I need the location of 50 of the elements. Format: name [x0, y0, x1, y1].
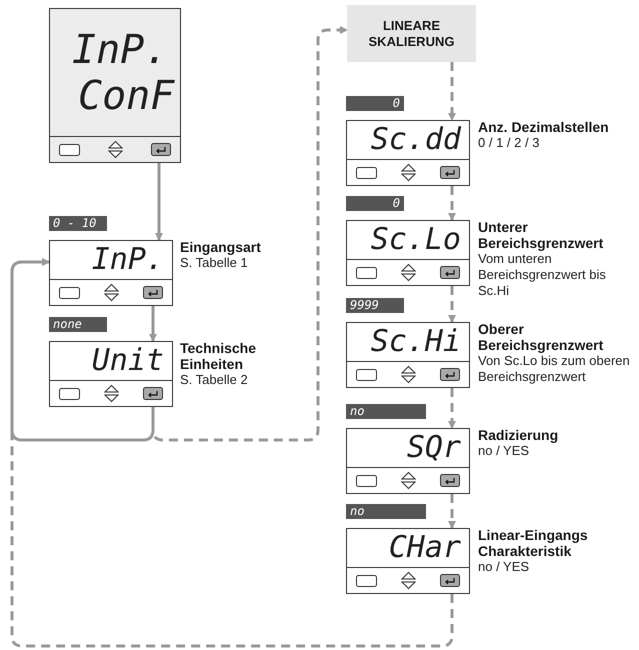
value-badge: none	[49, 317, 107, 332]
parameter-heading: Radizierung	[478, 427, 560, 443]
controller-display	[346, 428, 470, 494]
arrow	[155, 163, 163, 241]
display-readout: Unit	[92, 346, 164, 376]
parameter-heading: Linear-Eingangs Charakteristik	[478, 527, 589, 559]
parameter-description: 0 / 1 / 2 / 3	[478, 135, 540, 151]
controller-display	[346, 322, 470, 388]
section-title: LINEARE SKALIERUNG	[368, 18, 456, 50]
display-readout: InP.	[92, 245, 164, 275]
parameter-description: S. Tabelle 1	[180, 255, 249, 271]
parameter-heading: Unterer Bereichsgrenzwert	[478, 219, 604, 251]
dashed-arrow	[10, 258, 454, 648]
parameter-description: no / YES	[478, 443, 530, 459]
parameter-description: Von Sc.Lo bis zum oberen Bereichsgrenzwert	[478, 353, 631, 385]
dashed-arrow	[448, 62, 456, 121]
parameter-heading: Technische Einheiten	[180, 340, 257, 372]
parameter-description: no / YES	[478, 559, 530, 575]
controller-display	[49, 8, 181, 163]
arrow	[10, 258, 154, 442]
arrow	[149, 306, 157, 342]
parameter-description: Vom unteren Bereichsgrenzwert bis Sc.Hi	[478, 251, 607, 299]
controller-display	[346, 120, 470, 186]
dashed-arrow	[448, 186, 456, 221]
controller-display	[346, 220, 470, 286]
value-badge: 9999	[346, 298, 404, 313]
parameter-heading: Eingangsart	[180, 239, 262, 255]
dashed-arrow	[152, 26, 348, 442]
value-badge: 0 - 10	[49, 216, 107, 231]
parameter-description: S. Tabelle 2	[180, 372, 249, 388]
parameter-heading: Anz. Dezimalstellen	[478, 119, 610, 135]
display-readout: Sc.dd	[370, 125, 461, 155]
parameter-heading: Oberer Bereichsgrenzwert	[478, 321, 604, 353]
controller-display	[346, 528, 470, 594]
display-readout: SQr	[406, 433, 461, 463]
section-header-box	[347, 5, 476, 62]
value-badge: no	[346, 504, 426, 519]
dashed-arrow	[448, 494, 456, 529]
display-readout: Sc.Lo	[370, 225, 461, 255]
value-badge: no	[346, 404, 426, 419]
display-readout: CHar	[388, 533, 461, 563]
dashed-arrow	[448, 388, 456, 429]
controller-display	[49, 240, 173, 306]
dashed-arrow	[448, 286, 456, 323]
value-badge: 0	[346, 196, 404, 211]
display-readout: ConF	[77, 76, 176, 116]
controller-display	[49, 341, 173, 407]
display-readout: InP.	[72, 30, 170, 70]
value-badge: 0	[346, 96, 404, 111]
display-readout: Sc.Hi	[370, 327, 461, 357]
